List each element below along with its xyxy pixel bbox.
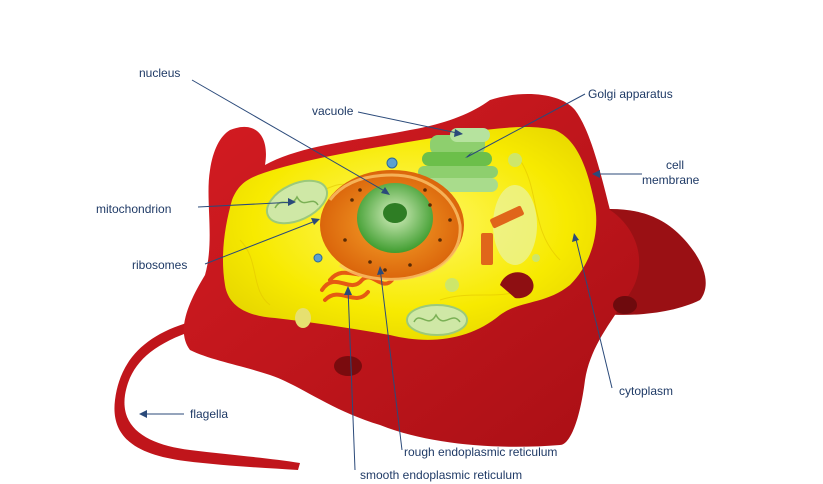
label-cell-membrane-line2: membrane	[642, 173, 700, 187]
label-nucleus: nucleus	[139, 66, 181, 80]
label-cell-membrane-line1: cell	[665, 158, 684, 172]
ribosome-dot	[386, 157, 398, 169]
nucleus-shape	[320, 170, 464, 281]
label-flagella: flagella	[190, 407, 229, 421]
vesicle	[445, 278, 459, 292]
golgi-apparatus-shape	[418, 128, 498, 192]
membrane-pit	[334, 356, 362, 376]
endocytic-vesicle	[500, 272, 534, 299]
vesicle	[532, 254, 540, 262]
label-rough-endoplasmic-reticulum: rough endoplasmic reticulum	[404, 445, 558, 459]
mitochondrion-shape	[266, 179, 328, 225]
vesicle	[508, 153, 522, 167]
label-smooth-endoplasmic-reticulum: smooth endoplasmic reticulum	[360, 468, 523, 482]
vesicle	[295, 308, 311, 328]
label-mitochondrion: mitochondrion	[96, 202, 172, 216]
leader-lines	[140, 79, 642, 471]
mitochondrion-shape-2	[406, 304, 468, 336]
leader-arrowheads	[139, 129, 600, 418]
label-vacuole: vacuole	[312, 104, 354, 118]
label-golgi-apparatus: Golgi apparatus	[588, 87, 673, 101]
membrane-pit	[613, 296, 637, 314]
label-ribosomes: ribosomes	[132, 258, 188, 272]
centriole-shape	[481, 205, 524, 265]
label-cytoplasm: cytoplasm	[619, 384, 674, 398]
ribosome-dot	[313, 253, 323, 263]
vacuole-shape	[493, 185, 537, 265]
